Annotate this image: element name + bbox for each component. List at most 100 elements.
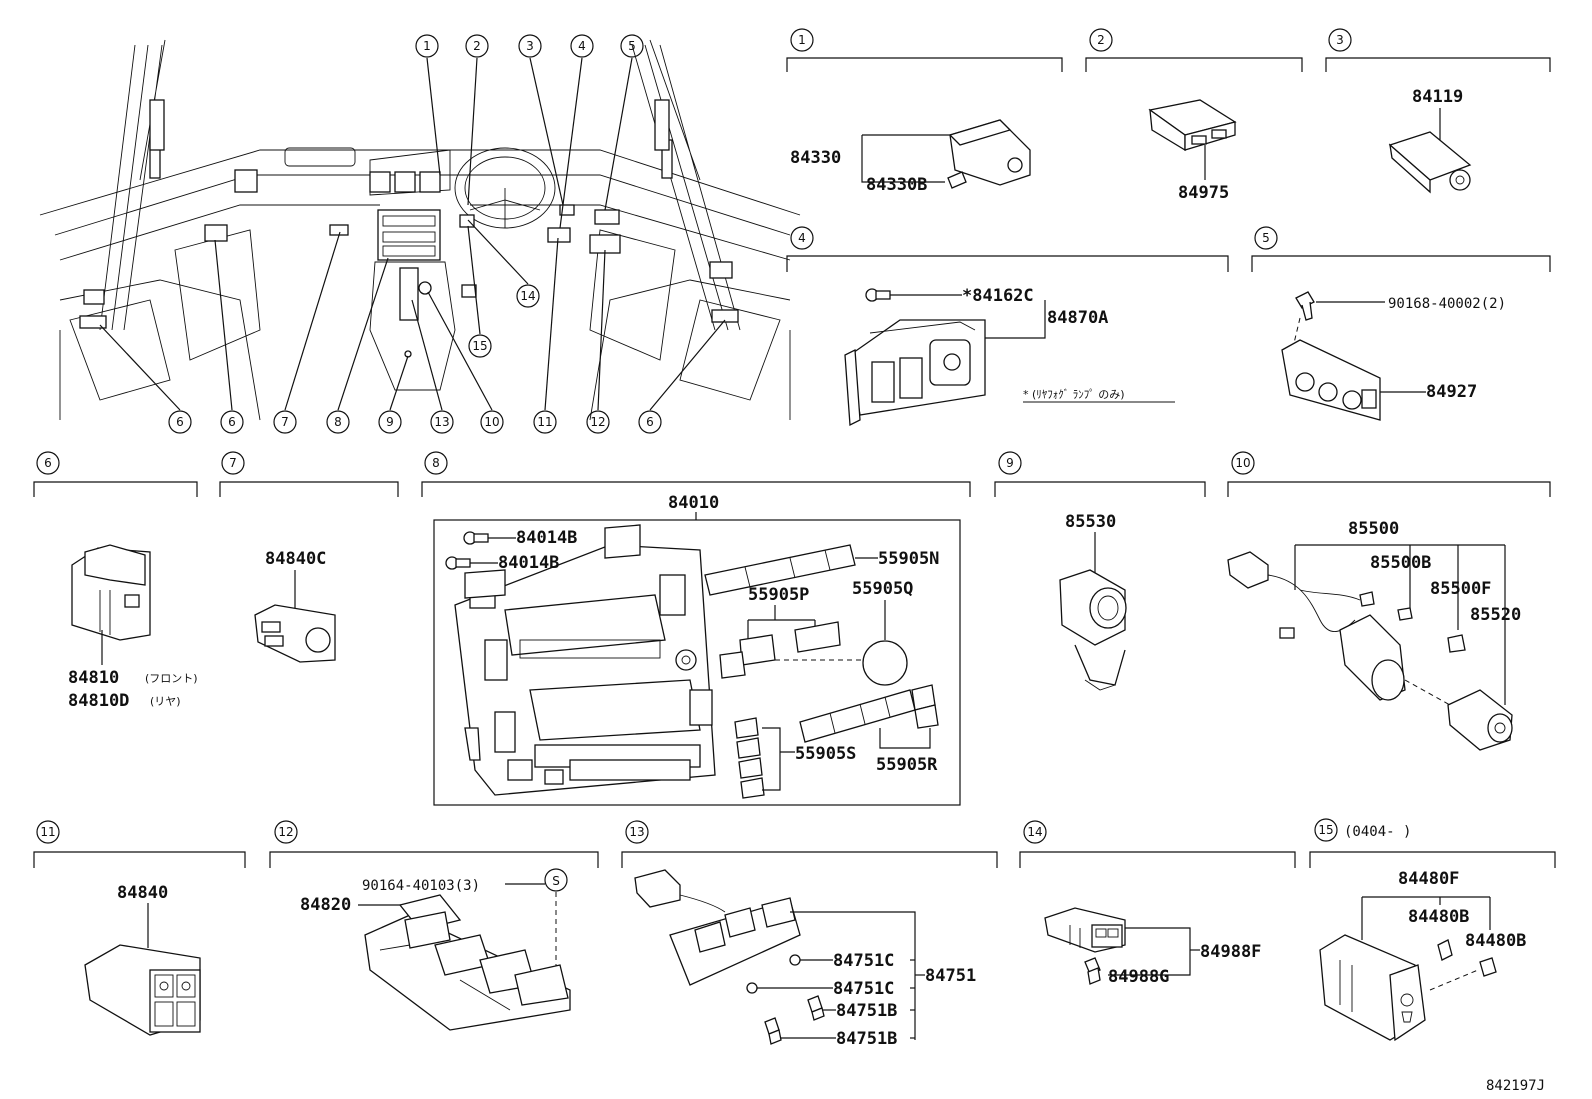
part-84480F: 84480F [1398, 869, 1459, 889]
section-3: 3 84119 [1325, 28, 1551, 194]
svg-text:14: 14 [1027, 825, 1042, 839]
overview-callout-11: 11 [533, 410, 557, 434]
part-84751: 84751 [925, 966, 976, 986]
svg-text:14: 14 [520, 289, 535, 303]
bulb-84751C-1 [789, 954, 801, 966]
overview-callout-1: 1 [415, 34, 439, 58]
drawing-id: 842197J [1486, 1078, 1545, 1094]
switch-84988F-drawing [1044, 907, 1126, 953]
part-84014B-1: 84014B [516, 528, 577, 548]
part-84480B-1: 84480B [1408, 907, 1469, 927]
part-55905N: 55905N [878, 549, 939, 569]
overview-callout-2: 2 [465, 34, 489, 58]
part-85530: 85530 [1065, 512, 1116, 532]
section-1: 1 84330 84330B [786, 28, 1063, 195]
section-8: 8 84010 [421, 451, 971, 806]
switch-84751-drawing [634, 869, 801, 986]
part-84840C: 84840C [265, 549, 326, 569]
svg-text:13: 13 [629, 825, 644, 839]
part-84751C-1: 84751C [833, 951, 894, 971]
part-84840: 84840 [117, 883, 168, 903]
part-84751B-2: 84751B [836, 1029, 897, 1049]
section-13: 13 84751C 84751C 84751B 84751B [621, 820, 998, 1049]
part-85500F: 85500F [1430, 579, 1491, 599]
interior-overview: 1 2 3 4 5 14 15 6 6 7 8 9 13 10 11 12 6 [39, 34, 801, 434]
svg-text:10: 10 [1235, 456, 1250, 470]
svg-text:15: 15 [472, 339, 487, 353]
svg-text:10: 10 [484, 415, 499, 429]
switch-84840-drawing [84, 944, 201, 1036]
note-rear: (リヤ) [150, 695, 181, 708]
assembly-frame-84010 [433, 519, 961, 806]
svg-text:7: 7 [229, 456, 237, 470]
overview-callout-15: 15 [468, 334, 492, 358]
svg-text:4: 4 [798, 231, 806, 245]
svg-text:11: 11 [40, 825, 55, 839]
switch-84870A-drawing [844, 319, 986, 427]
part-85500B: 85500B [1370, 553, 1431, 573]
switch-84840C-drawing [254, 604, 336, 663]
screw-90168 [1295, 291, 1315, 321]
section-4: 4 *84162C 84870A * (ﾘﾔﾌｫｸﾞ ﾗﾝﾌﾟ のみ) [786, 226, 1229, 427]
section-6: 6 84810 (フロント) 84810D (リヤ) [33, 451, 198, 711]
svg-text:3: 3 [526, 39, 534, 53]
part-84751C-2: 84751C [833, 979, 894, 999]
part-84988F: 84988F [1200, 942, 1261, 962]
part-84119: 84119 [1412, 87, 1463, 107]
section-10: 10 85500 85500B 85500F 85520 [1227, 451, 1551, 751]
svg-text:1: 1 [798, 33, 806, 47]
part-85500: 85500 [1348, 519, 1399, 539]
overview-callout-5: 5 [620, 34, 644, 58]
part-84162C: *84162C [962, 286, 1034, 306]
svg-text:13: 13 [434, 415, 449, 429]
svg-text:12: 12 [590, 415, 605, 429]
part-55905S: 55905S [795, 744, 856, 764]
bulb-84751B-1 [807, 995, 825, 1021]
svg-text:5: 5 [628, 39, 636, 53]
switch-84820-drawing [364, 894, 571, 1031]
part-84870A: 84870A [1047, 308, 1108, 328]
section-5: 5 90168-40002(2) 84927 [1251, 226, 1551, 421]
svg-text:15: 15 [1318, 823, 1333, 837]
section-12: 12 90164-40103(3) S 84820 [269, 820, 599, 1031]
overview-callout-12: 12 [586, 410, 610, 434]
switch-84927-drawing [1281, 339, 1381, 421]
svg-text:6: 6 [44, 456, 52, 470]
part-55905Q: 55905Q [852, 579, 913, 599]
switch-84119-drawing [1388, 131, 1472, 194]
part-84010: 84010 [668, 493, 719, 513]
svg-text:11: 11 [537, 415, 552, 429]
part-85520: 85520 [1470, 605, 1521, 625]
overview-callout-13: 13 [430, 410, 454, 434]
svg-text:9: 9 [1006, 456, 1014, 470]
bulb-84480B-2 [1479, 957, 1497, 977]
part-84820: 84820 [300, 895, 351, 915]
svg-text:2: 2 [1097, 33, 1105, 47]
part-84975: 84975 [1178, 183, 1229, 203]
bulb-84480B-1 [1437, 939, 1453, 961]
section-14: 14 84988F 84988G [1019, 820, 1296, 987]
switch-84975-drawing [1148, 99, 1237, 152]
lighter-85500-drawing [1227, 551, 1513, 751]
svg-text:8: 8 [334, 415, 342, 429]
section-11: 11 84840 [33, 820, 246, 1036]
section-9: 9 85530 [994, 451, 1206, 691]
switch-84480F-drawing [1319, 934, 1426, 1042]
part-84810D: 84810D [68, 691, 129, 711]
overview-callout-9: 9 [378, 410, 402, 434]
part-84988G: 84988G [1108, 967, 1169, 987]
part-84330: 84330 [790, 148, 841, 168]
part-90168-40002: 90168-40002(2) [1388, 296, 1506, 312]
switch-84330-drawing [947, 119, 1031, 189]
section-15: 15 (0404- ) 84480F 84480B 84480B [1309, 818, 1556, 1042]
svg-text:12: 12 [278, 825, 293, 839]
audio-panel-84010-drawing [454, 524, 716, 796]
screw-84162C [865, 288, 891, 302]
bulb-84751B-2 [764, 1017, 782, 1045]
svg-text:6: 6 [176, 415, 184, 429]
overview-callout-14: 14 [516, 284, 540, 308]
bulb-84751C-2 [746, 982, 758, 994]
note-front: (フロント) [145, 672, 198, 685]
overview-callout-3: 3 [518, 34, 542, 58]
svg-text:5: 5 [1262, 231, 1270, 245]
